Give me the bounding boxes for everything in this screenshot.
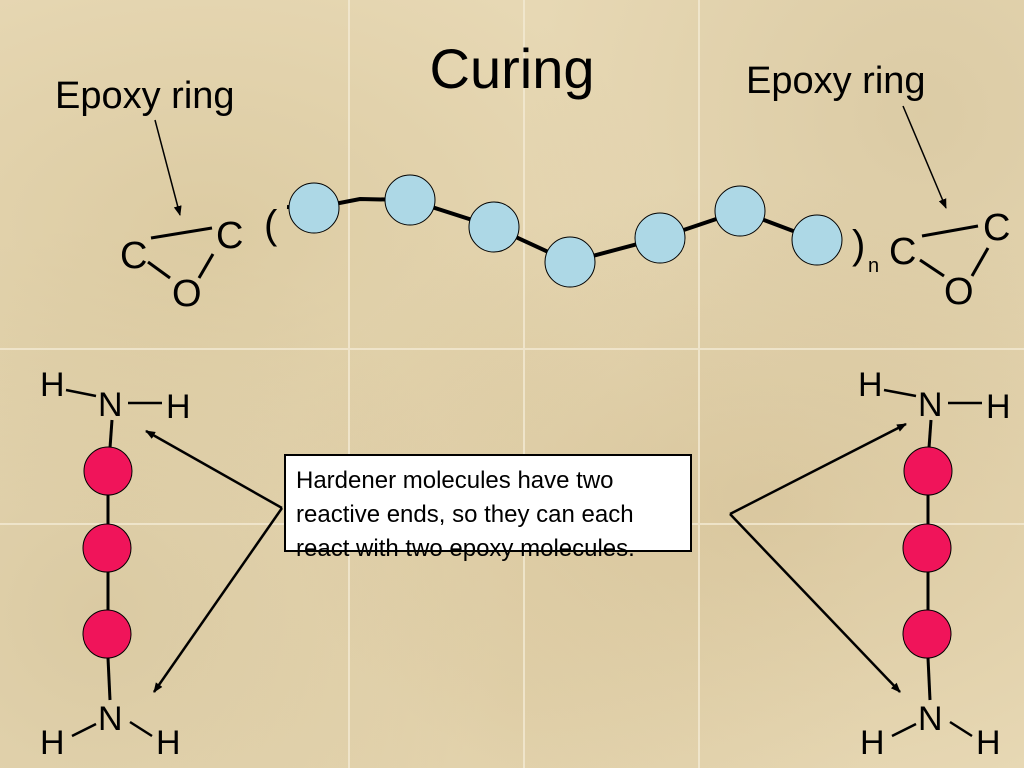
bond bbox=[150, 226, 213, 240]
open-paren: ( bbox=[264, 203, 278, 247]
carbon-atom: C bbox=[983, 207, 1010, 249]
bond bbox=[949, 720, 973, 738]
bond bbox=[919, 258, 945, 278]
oxygen-atom: O bbox=[944, 271, 974, 313]
bond bbox=[891, 722, 917, 738]
hydrogen-atom: H bbox=[858, 366, 883, 404]
arrow-to-right-bottom-amine bbox=[729, 513, 901, 693]
epoxy-bead bbox=[384, 174, 436, 226]
hardener-note-box: Hardener molecules have two reactive end… bbox=[284, 454, 692, 562]
epoxy-chain-beads bbox=[288, 174, 843, 288]
carbon-atom: C bbox=[216, 215, 243, 257]
epoxy-bead bbox=[791, 214, 843, 266]
hydrogen-atom: H bbox=[976, 724, 1001, 762]
bond bbox=[883, 388, 917, 398]
hardener-bead bbox=[902, 523, 952, 573]
close-paren: ) bbox=[852, 223, 865, 267]
hydrogen-atom: H bbox=[40, 366, 65, 404]
bond bbox=[129, 720, 153, 738]
bond bbox=[970, 247, 990, 277]
epoxy-bead bbox=[714, 185, 766, 237]
epoxy-ring-label-right: Epoxy ring bbox=[746, 60, 926, 102]
bond bbox=[921, 224, 979, 238]
note-line: react with two epoxy molecules. bbox=[296, 535, 635, 562]
hydrogen-atom: H bbox=[40, 724, 65, 762]
hardener-molecule-left: H N H N H H bbox=[40, 366, 191, 762]
hardener-backbone bbox=[926, 657, 932, 701]
hydrogen-atom: H bbox=[166, 388, 191, 426]
bond bbox=[65, 388, 97, 398]
carbon-atom: C bbox=[120, 235, 147, 277]
hardener-backbone bbox=[106, 657, 112, 701]
nitrogen-atom: N bbox=[918, 386, 943, 424]
hardener-backbone bbox=[927, 419, 933, 449]
page-title: Curing bbox=[430, 37, 595, 100]
hardener-bead bbox=[83, 446, 133, 496]
note-line: reactive ends, so they can each bbox=[296, 501, 634, 528]
epoxy-right-pointer bbox=[902, 105, 947, 209]
hardener-backbone bbox=[108, 419, 114, 449]
hydrogen-atom: H bbox=[156, 724, 181, 762]
bond bbox=[197, 253, 215, 279]
epoxy-bead bbox=[634, 212, 686, 264]
hardener-bead bbox=[902, 609, 952, 659]
hardener-bead bbox=[82, 523, 132, 573]
epoxy-bead bbox=[288, 182, 340, 234]
arrow-to-right-top-amine bbox=[729, 422, 907, 516]
note-line: Hardener molecules have two bbox=[296, 467, 614, 494]
arrow-to-left-bottom-amine bbox=[152, 507, 284, 693]
bond bbox=[147, 260, 171, 280]
hardener-molecule-right: H N H N H H bbox=[858, 366, 1011, 762]
repeat-subscript: n bbox=[868, 255, 879, 277]
nitrogen-atom: N bbox=[98, 386, 123, 424]
nitrogen-atom: N bbox=[918, 700, 943, 738]
hardener-bead bbox=[82, 609, 132, 659]
epoxy-bead bbox=[468, 201, 520, 253]
epoxy-left-pointer bbox=[154, 119, 182, 216]
epoxy-ring-left: C C O bbox=[120, 215, 243, 315]
oxygen-atom: O bbox=[172, 273, 202, 315]
reactive-end-arrows bbox=[145, 422, 907, 693]
carbon-atom: C bbox=[889, 231, 916, 273]
arrow-to-left-top-amine bbox=[145, 429, 283, 510]
hydrogen-atom: H bbox=[986, 388, 1011, 426]
epoxy-ring-right: C C O bbox=[889, 207, 1010, 313]
nitrogen-atom: N bbox=[98, 700, 123, 738]
hydrogen-atom: H bbox=[860, 724, 885, 762]
bond bbox=[71, 722, 97, 738]
epoxy-ring-label-left: Epoxy ring bbox=[55, 75, 235, 117]
hardener-bead bbox=[903, 446, 953, 496]
epoxy-bead bbox=[544, 236, 596, 288]
